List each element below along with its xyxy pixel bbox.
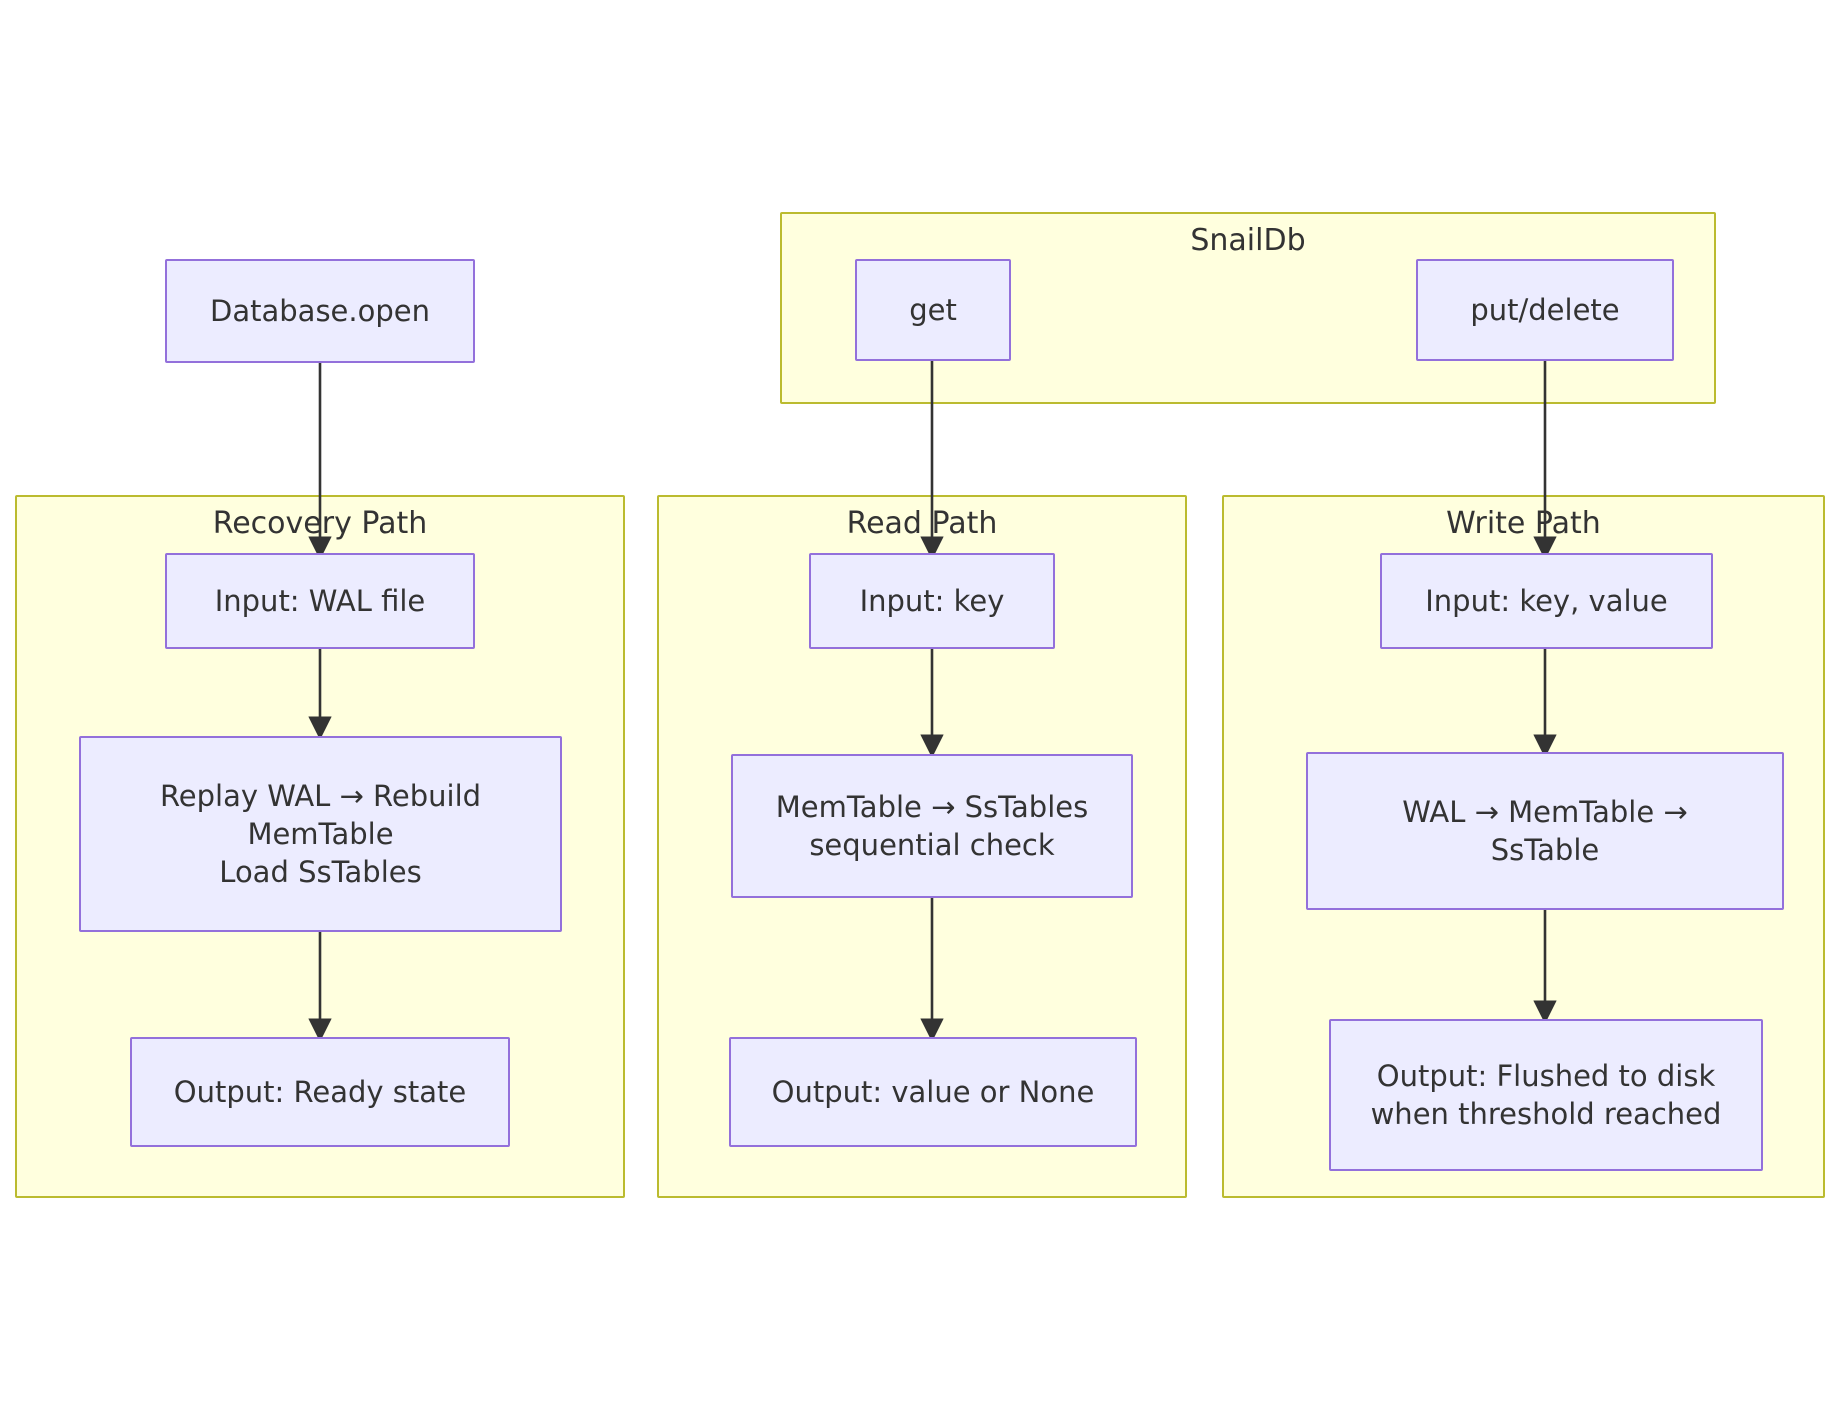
node-write-process[interactable]: WAL → MemTable → SsTable [1306, 752, 1784, 910]
node-read-input[interactable]: Input: key [809, 553, 1055, 649]
node-read-output[interactable]: Output: value or None [729, 1037, 1137, 1147]
node-recovery-output[interactable]: Output: Ready state [130, 1037, 510, 1147]
node-put-delete-label: put/delete [1470, 293, 1620, 327]
node-recovery-process-line3: Load SsTables [219, 855, 422, 889]
node-read-process[interactable]: MemTable → SsTables sequential check [731, 754, 1133, 898]
node-write-output-label: Output: Flushed to disk when threshold r… [1343, 1057, 1749, 1133]
node-write-input[interactable]: Input: key, value [1380, 553, 1713, 649]
node-put-delete[interactable]: put/delete [1416, 259, 1674, 361]
node-read-process-line1: MemTable → SsTables [775, 790, 1089, 824]
node-read-input-label: Input: key [859, 584, 1005, 618]
node-read-process-line2: sequential check [809, 828, 1055, 862]
cluster-write-path-label: Write Path [1446, 506, 1601, 541]
node-recovery-process-line2: MemTable [247, 817, 394, 851]
node-write-output-line2: when threshold reached [1370, 1097, 1722, 1131]
node-write-output-line1: Output: Flushed to disk [1376, 1059, 1716, 1093]
node-get[interactable]: get [855, 259, 1011, 361]
cluster-read-path-label: Read Path [846, 506, 998, 541]
node-recovery-process-label: Replay WAL → Rebuild MemTable Load SsTab… [93, 777, 548, 891]
node-recovery-output-label: Output: Ready state [173, 1075, 467, 1109]
node-recovery-process[interactable]: Replay WAL → Rebuild MemTable Load SsTab… [79, 736, 562, 932]
node-recovery-input-label: Input: WAL file [214, 584, 426, 618]
node-write-process-line1: WAL → MemTable → [1402, 795, 1688, 829]
node-get-label: get [909, 293, 957, 327]
node-read-process-label: MemTable → SsTables sequential check [745, 788, 1119, 864]
node-recovery-input[interactable]: Input: WAL file [165, 553, 475, 649]
node-write-process-line2: SsTable [1490, 833, 1600, 867]
node-database-open-label: Database.open [210, 294, 430, 328]
node-write-input-label: Input: key, value [1425, 584, 1668, 618]
node-recovery-process-line1: Replay WAL → Rebuild [159, 779, 482, 813]
cluster-recovery-path-label: Recovery Path [212, 506, 428, 541]
cluster-snaildb-label: SnailDb [1190, 223, 1306, 258]
node-write-process-label: WAL → MemTable → SsTable [1320, 793, 1770, 869]
node-write-output[interactable]: Output: Flushed to disk when threshold r… [1329, 1019, 1763, 1171]
node-read-output-label: Output: value or None [771, 1075, 1095, 1109]
node-database-open[interactable]: Database.open [165, 259, 475, 363]
